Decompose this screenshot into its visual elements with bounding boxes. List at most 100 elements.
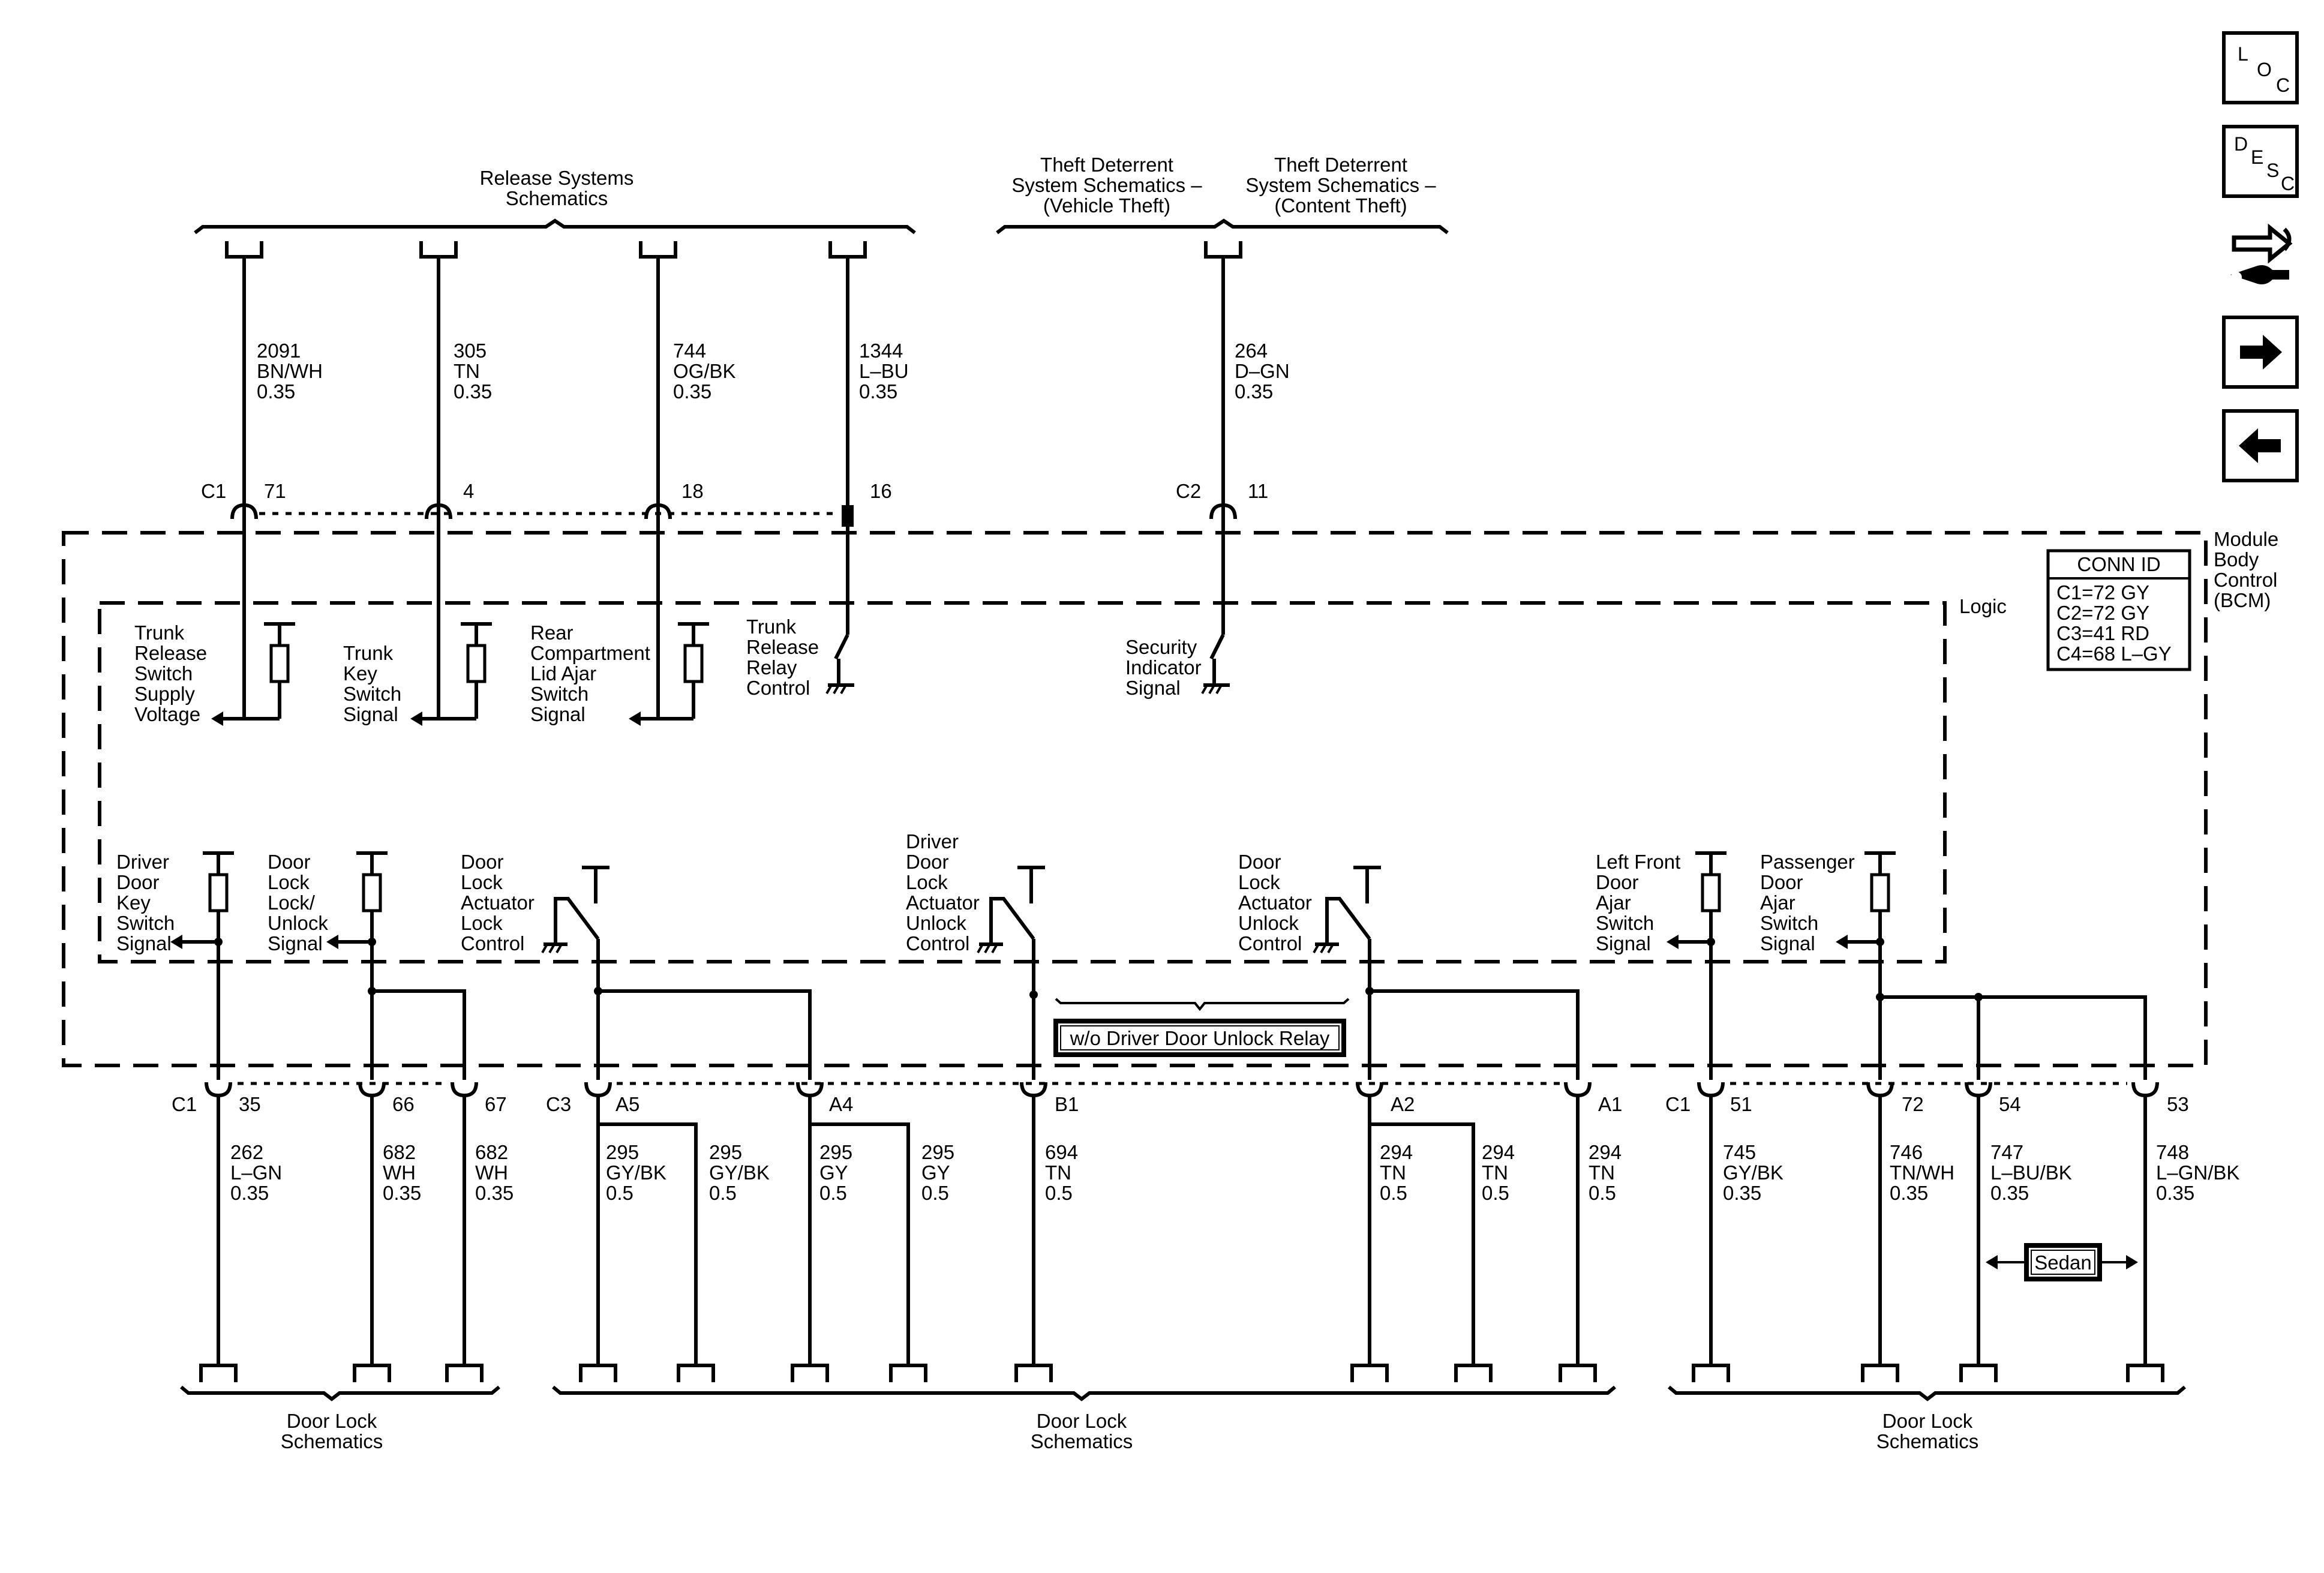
door-lock-bracket-right [1668, 1385, 2186, 1401]
wire-2091-color: BN/WH [257, 360, 323, 382]
connector-c1-bottom: C1 [172, 1093, 197, 1115]
wrench-flow-icon[interactable] [2222, 215, 2299, 293]
unlock-control-label2: Lock [1238, 871, 1280, 893]
driver-door-key-label3: Key [116, 891, 151, 914]
left-front-ajar-label5: Signal [1596, 932, 1651, 954]
wire-264-gauge: 0.35 [1235, 380, 1273, 403]
lock-control-label2: Lock [461, 871, 503, 893]
security-indicator-label1: Security [1125, 636, 1197, 658]
arrow-left-icon[interactable] [2222, 409, 2299, 482]
driver-door-key-circuit [170, 851, 234, 1080]
unlock-control-label4: Unlock [1238, 912, 1299, 934]
wire-2091-gauge: 0.35 [257, 380, 295, 403]
wire-294a-gauge: 0.5 [1380, 1182, 1407, 1204]
lock-control-label4: Lock [461, 912, 503, 934]
pin-4: 4 [463, 480, 474, 502]
desc-letter-d: D [2234, 133, 2248, 155]
wire-295a-color: GY/BK [606, 1161, 666, 1184]
wire-295b-gauge: 0.5 [709, 1182, 737, 1204]
logic-label: Logic [1959, 595, 2007, 617]
wire-295c-color: GY [819, 1161, 848, 1184]
wire-745-gauge: 0.35 [1723, 1182, 1761, 1204]
wire-747-circuit: 747 [1990, 1141, 2023, 1163]
trunk-key-switch-label2: Key [343, 662, 377, 685]
conn-id-c2: C2=72 GY [2056, 602, 2149, 624]
wire-262-gauge: 0.35 [230, 1182, 269, 1204]
loc-letter-o: O [2257, 59, 2272, 80]
trunk-release-supply-label4: Supply [134, 683, 195, 705]
connector-c2: C2 [1176, 480, 1201, 502]
connector-c1-top: C1 [201, 480, 226, 502]
unlock-control-label3: Actuator [1238, 891, 1312, 914]
rear-compartment-label1: Rear [530, 622, 574, 644]
trunk-release-relay-switch [825, 634, 854, 694]
theft-vehicle-line3: (Vehicle Theft) [1043, 194, 1170, 217]
trunk-key-switch-label4: Signal [343, 703, 398, 725]
trunk-release-supply-label5: Voltage [134, 703, 200, 725]
pin-53: 53 [2167, 1093, 2189, 1115]
unlock-control-label5: Control [1238, 932, 1302, 954]
rear-compartment-label2: Compartment [530, 642, 650, 664]
door-lock-bracket-center [552, 1385, 1616, 1401]
wire-294c-color: TN [1589, 1161, 1615, 1184]
connector-c1-right: C1 [1665, 1093, 1691, 1115]
theft-bracket [996, 218, 1449, 235]
release-ref-line1: Release Systems [480, 167, 634, 189]
loc-letter-l: L [2238, 43, 2248, 65]
pin-a2: A2 [1391, 1093, 1415, 1115]
lock-control-label5: Control [461, 932, 524, 954]
lock-actuator-lock-circuit [541, 866, 812, 1080]
sedan-option: Sedan [1986, 1243, 2138, 1281]
wire-682a-gauge: 0.35 [383, 1182, 421, 1204]
loc-icon[interactable]: L O C [2222, 31, 2299, 104]
wire-747-color: L–BU/BK [1990, 1161, 2072, 1184]
pin-b1: B1 [1055, 1093, 1079, 1115]
bottom-terminals [199, 1364, 2164, 1382]
passenger-ajar-label4: Switch [1760, 912, 1818, 934]
lock-control-label3: Actuator [461, 891, 535, 914]
theft-content-line3: (Content Theft) [1274, 194, 1407, 217]
passenger-ajar-circuit [1836, 851, 2147, 1080]
wire-682b-color: WH [475, 1161, 508, 1184]
wire-295a-circuit: 295 [606, 1141, 639, 1163]
door-lock-center-line2: Schematics [1031, 1430, 1133, 1452]
wire-682b-circuit: 682 [475, 1141, 508, 1163]
security-indicator-switch [1201, 634, 1230, 694]
wire-262-color: L–GN [230, 1161, 282, 1184]
left-front-ajar-label3: Ajar [1596, 891, 1631, 914]
left-front-ajar-label1: Left Front [1596, 851, 1680, 873]
release-bracket [194, 218, 916, 235]
relay-option-label: w/o Driver Door Unlock Relay [1070, 1027, 1330, 1049]
driver-unlock-label2: Door [906, 851, 949, 873]
wire-748-circuit: 748 [2156, 1141, 2189, 1163]
driver-door-key-label1: Driver [116, 851, 169, 873]
arrow-right-icon[interactable] [2222, 316, 2299, 389]
driver-unlock-label1: Driver [906, 830, 959, 852]
wire-295c-gauge: 0.5 [819, 1182, 847, 1204]
wire-682a-color: WH [383, 1161, 416, 1184]
bcm-name-line2: Body [2214, 548, 2259, 571]
desc-letter-e: E [2251, 146, 2264, 168]
wire-744-gauge: 0.35 [673, 380, 711, 403]
wire-295a-gauge: 0.5 [606, 1182, 633, 1204]
wire-262-circuit: 262 [230, 1141, 263, 1163]
wire-295d-gauge: 0.5 [921, 1182, 949, 1204]
wire-746-gauge: 0.35 [1890, 1182, 1928, 1204]
wire-295d-circuit: 295 [921, 1141, 954, 1163]
passenger-ajar-label3: Ajar [1760, 891, 1795, 914]
wire-264-color: D–GN [1235, 360, 1290, 382]
driver-unlock-label4: Actuator [906, 891, 980, 914]
desc-icon[interactable]: D E S C [2222, 125, 2299, 198]
wire-1344-circuit: 1344 [859, 340, 903, 362]
bcm-name-line1: Module [2214, 528, 2278, 550]
driver-door-key-label2: Door [116, 871, 160, 893]
wire-295d-color: GY [921, 1161, 950, 1184]
left-front-ajar-circuit [1667, 851, 1727, 1080]
wire-745-color: GY/BK [1723, 1161, 1783, 1184]
wire-744-circuit: 744 [673, 340, 706, 362]
security-indicator-label3: Signal [1125, 677, 1181, 699]
door-lock-right-line1: Door Lock [1882, 1410, 1973, 1432]
pin-a4: A4 [829, 1093, 853, 1115]
pin-66: 66 [392, 1093, 415, 1115]
